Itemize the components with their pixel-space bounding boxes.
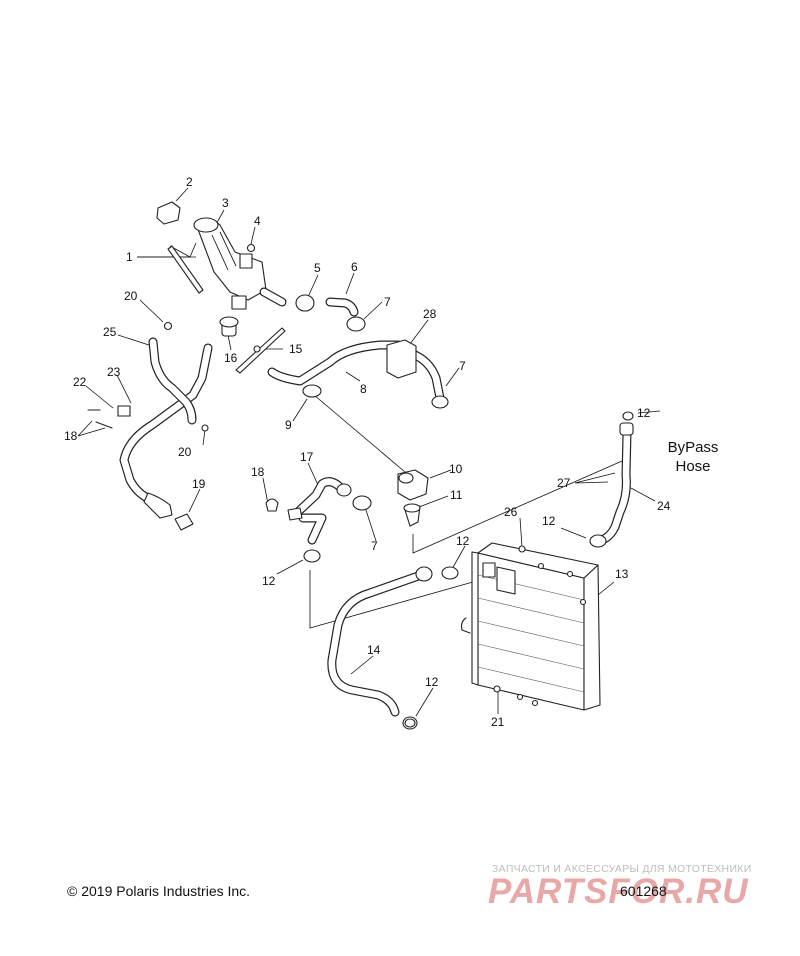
callout-2: 2 <box>186 175 193 189</box>
watermark-logo: PARTSFOR.RU <box>488 872 749 911</box>
callout-16: 16 <box>224 351 238 365</box>
hose-17-assembly <box>265 477 416 728</box>
callout-9: 9 <box>285 418 292 432</box>
callout-27: 27 <box>557 476 571 490</box>
callout-23: 23 <box>107 365 121 379</box>
radiator-assembly <box>460 542 601 711</box>
fill-neck-assembly <box>156 201 287 337</box>
callout-7c: 7 <box>371 539 378 553</box>
callout-20a: 20 <box>124 289 138 303</box>
callout-13: 13 <box>615 567 629 581</box>
callout-24: 24 <box>657 499 671 513</box>
callout-21: 21 <box>491 715 505 729</box>
callout-14: 14 <box>367 643 381 657</box>
callout-1: 1 <box>126 250 133 264</box>
callout-4: 4 <box>254 214 261 228</box>
callout-19: 19 <box>192 477 206 491</box>
lower-hose <box>327 562 496 730</box>
bypass-label-line2: Hose <box>675 458 711 475</box>
callout-18a: 18 <box>64 429 78 443</box>
callout-22: 22 <box>73 375 87 389</box>
callout-12c: 12 <box>456 534 470 548</box>
callout-17: 17 <box>300 450 314 464</box>
hose-8 <box>235 327 449 409</box>
callout-18b: 18 <box>251 465 265 479</box>
callout-7a: 7 <box>384 295 391 309</box>
callout-12d: 12 <box>262 574 276 588</box>
callout-20b: 20 <box>178 445 192 459</box>
hose-23-25 <box>87 337 213 531</box>
callout-12e: 12 <box>425 675 439 689</box>
watermark-tagline: ЗАПЧАСТИ И АКСЕССУАРЫ ДЛЯ МОТОТЕХНИКИ <box>492 863 752 875</box>
callout-28: 28 <box>423 307 437 321</box>
callout-6: 6 <box>351 260 358 274</box>
callout-numbers: 2 3 4 1 5 6 7 28 20 25 16 15 8 7 9 22 23… <box>64 175 671 729</box>
copyright-notice: © 2019 Polaris Industries Inc. <box>67 883 251 899</box>
callout-15: 15 <box>289 342 303 356</box>
upper-hose-clamps <box>163 294 366 332</box>
diagram-number: 601268 <box>620 883 667 899</box>
callout-8: 8 <box>360 382 367 396</box>
callout-12b: 12 <box>542 514 556 528</box>
callout-25: 25 <box>103 325 117 339</box>
callout-11: 11 <box>450 488 463 502</box>
callout-26: 26 <box>504 505 518 519</box>
bypass-hose-label: ByPass Hose <box>638 438 748 476</box>
callout-5: 5 <box>314 261 321 275</box>
bypass-hose <box>589 411 634 548</box>
bypass-label-line1: ByPass <box>667 439 719 456</box>
thermostat-housing <box>397 469 429 527</box>
callout-10: 10 <box>449 462 463 476</box>
callout-12a: 12 <box>637 406 651 420</box>
callout-3: 3 <box>222 196 229 210</box>
callout-7b: 7 <box>459 359 466 373</box>
